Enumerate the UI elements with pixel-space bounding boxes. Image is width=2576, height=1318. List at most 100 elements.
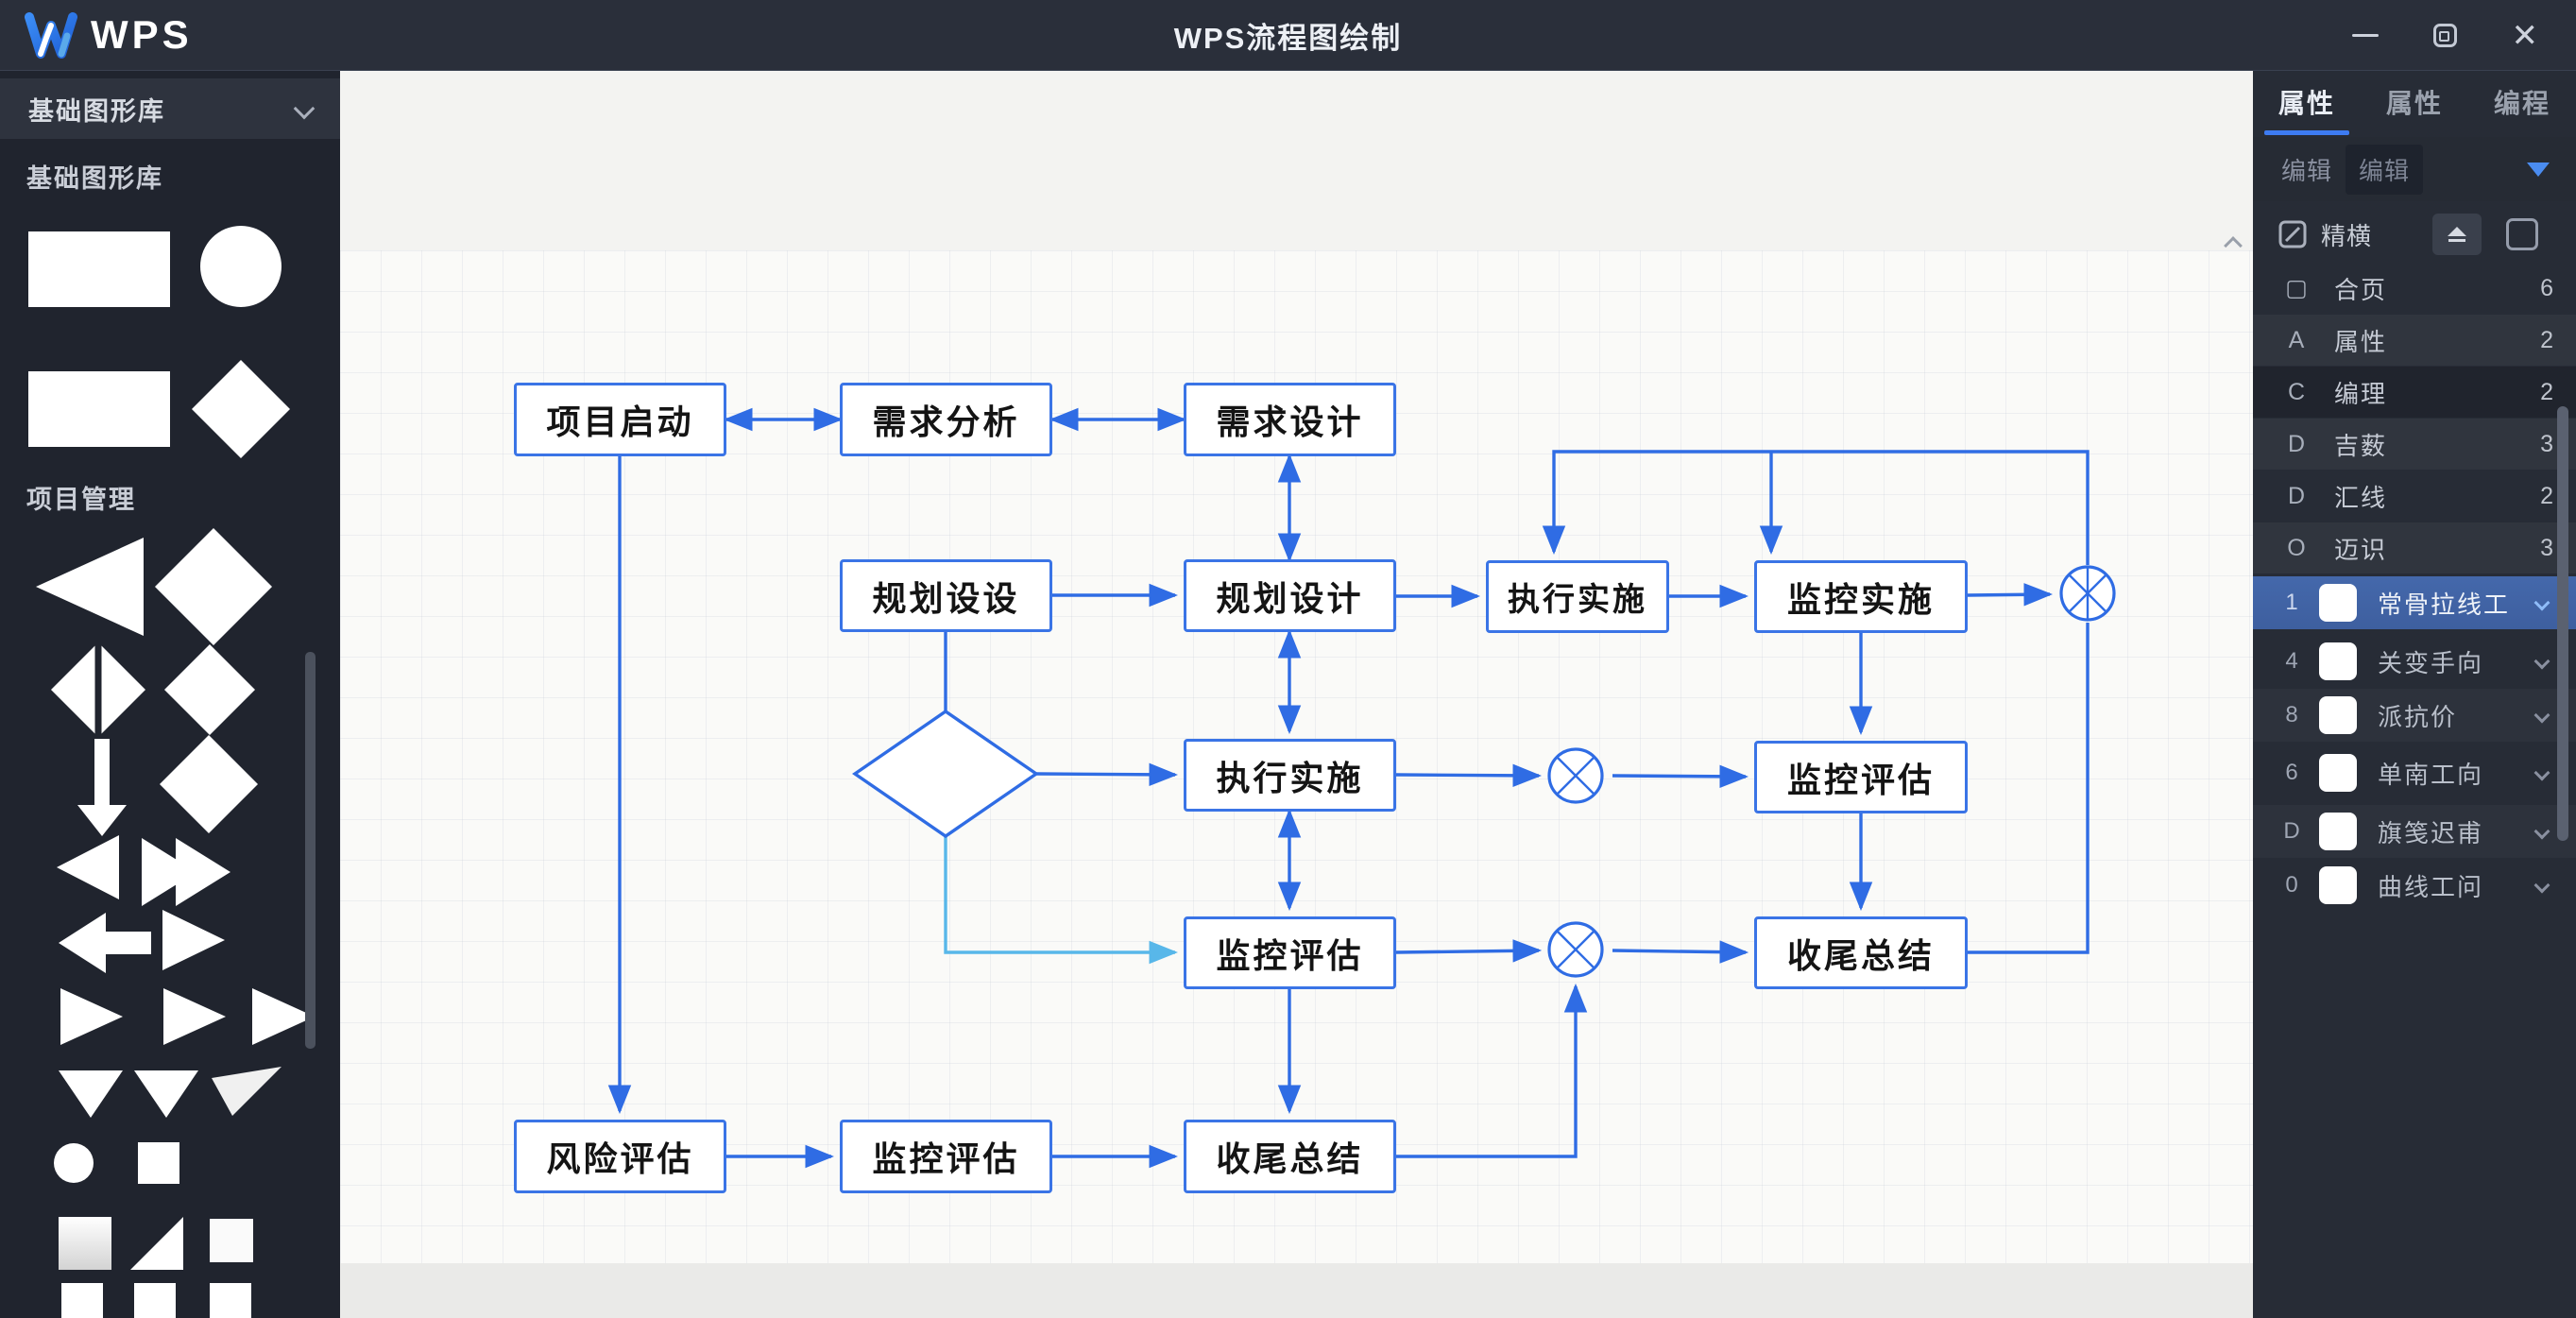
shape-square-small[interactable]: [138, 1142, 179, 1184]
shape-triangle-right[interactable]: [163, 988, 226, 1045]
tab-properties[interactable]: 属性: [2253, 71, 2361, 137]
shape-triangle-right[interactable]: [60, 988, 123, 1045]
shape-flag[interactable]: [212, 1067, 281, 1116]
close-icon[interactable]: ✕: [2511, 17, 2539, 54]
connector: [1395, 939, 1543, 963]
logo-text: WPS: [91, 12, 193, 57]
line-row[interactable]: 4 关变手向: [2253, 635, 2576, 688]
flow-node[interactable]: 项目启动: [514, 383, 726, 456]
shape-triangle-down[interactable]: [59, 1070, 123, 1118]
shape-square[interactable]: [134, 1283, 176, 1318]
flow-node[interactable]: 风险评估: [514, 1120, 726, 1193]
connector-loop-right: [1968, 623, 2090, 954]
connector-circle-right[interactable]: [2059, 565, 2116, 622]
line-row-selected[interactable]: 1 常骨拉线工: [2253, 576, 2576, 629]
library-selector[interactable]: 基础图形库: [0, 78, 340, 139]
tab-program[interactable]: 编程: [2493, 89, 2550, 118]
color-swatch[interactable]: [2319, 866, 2357, 904]
letter-icon: D: [2287, 430, 2306, 457]
chevron-down-icon[interactable]: [2533, 877, 2550, 894]
shape-rectangle[interactable]: [28, 371, 170, 447]
color-swatch[interactable]: [2319, 813, 2357, 850]
flow-node[interactable]: 规划设计: [1184, 559, 1396, 632]
shape-triangle-down[interactable]: [134, 1070, 198, 1118]
color-swatch[interactable]: [2319, 642, 2357, 680]
shape-right-angle-triangle[interactable]: [130, 1217, 183, 1270]
shape-fast-forward[interactable]: [142, 838, 230, 906]
shape-diamond[interactable]: [160, 735, 258, 833]
shape-triangle-left[interactable]: [36, 538, 144, 636]
flow-node[interactable]: 执行实施: [1486, 560, 1669, 633]
frame-outline-icon[interactable]: [2506, 218, 2539, 250]
chevron-down-icon[interactable]: [2533, 823, 2550, 840]
panel-toolbar-label: 精横: [2321, 221, 2373, 250]
shape-square[interactable]: [210, 1219, 253, 1262]
edit-label[interactable]: 编辑: [2281, 156, 2333, 185]
shape-square-gradient[interactable]: [59, 1217, 111, 1270]
layer-row[interactable]: O 迈识 3: [2253, 522, 2576, 573]
panel-scrollbar-thumb[interactable]: [2557, 406, 2568, 841]
color-swatch[interactable]: [2319, 696, 2357, 734]
shape-triangle-left-small[interactable]: [57, 835, 119, 899]
maximize-icon[interactable]: [2432, 24, 2457, 47]
layer-row[interactable]: ▢ 合页 6: [2253, 263, 2576, 314]
connector-cyan: [944, 837, 1179, 965]
shape-circle-small[interactable]: [54, 1143, 94, 1183]
layer-count: 6: [2540, 274, 2553, 301]
connector-loop-bottom: [1395, 983, 1588, 1158]
flow-node[interactable]: 需求分析: [840, 383, 1052, 456]
line-row[interactable]: 0 曲线工问: [2253, 859, 2576, 912]
line-row[interactable]: 8 派抗价: [2253, 689, 2576, 742]
layer-row[interactable]: C 编理 2: [2253, 367, 2576, 418]
flow-node[interactable]: 需求设计: [1184, 383, 1396, 456]
layer-label: 汇线: [2334, 483, 2388, 512]
shape-diamond-small[interactable]: [164, 644, 255, 735]
flow-node[interactable]: 监控评估: [1754, 741, 1968, 813]
flow-node[interactable]: 监控评估: [840, 1120, 1052, 1193]
connector-circle-mid[interactable]: [1547, 747, 1604, 804]
shape-rectangle[interactable]: [28, 231, 170, 307]
shape-arrow-down[interactable]: [77, 739, 127, 836]
line-key: 0: [2285, 872, 2298, 898]
connector: [1612, 940, 1749, 964]
shape-triangle-right[interactable]: [162, 910, 225, 970]
flow-node[interactable]: 监控实施: [1754, 560, 1968, 633]
flow-node[interactable]: 收尾总结: [1184, 1120, 1396, 1193]
layer-row[interactable]: D 吉薮 3: [2253, 419, 2576, 470]
shape-square[interactable]: [61, 1283, 103, 1318]
shape-diamond[interactable]: [192, 360, 290, 458]
chevron-down-icon[interactable]: [2533, 594, 2550, 611]
decision-diamond[interactable]: [851, 709, 1040, 839]
shape-square[interactable]: [210, 1283, 251, 1318]
flowchart-canvas[interactable]: 项目启动 需求分析 需求设计 规划设设 规划设计 执行实施 监控实施 执行实施 …: [340, 71, 2253, 1318]
connector-circle-low[interactable]: [1547, 921, 1604, 978]
line-row[interactable]: 6 单南工向: [2253, 746, 2576, 799]
color-swatch[interactable]: [2319, 584, 2357, 622]
sidebar-scrollbar-thumb[interactable]: [305, 652, 316, 1049]
panel-tabs: 属性 属性 编程: [2253, 71, 2576, 137]
shape-triangle-right[interactable]: [252, 988, 315, 1045]
chevron-down-icon[interactable]: [2533, 653, 2550, 670]
flow-node[interactable]: 监控评估: [1184, 916, 1396, 989]
line-row[interactable]: D 旗笺迟甫: [2253, 805, 2576, 858]
layer-row[interactable]: A 属性 2: [2253, 315, 2576, 366]
chevron-down-icon[interactable]: [2527, 162, 2550, 177]
tab-properties2[interactable]: 属性: [2385, 89, 2443, 118]
layer-label: 编理: [2334, 379, 2388, 408]
flow-node[interactable]: 规划设设: [840, 559, 1052, 632]
frame-icon[interactable]: [2277, 219, 2308, 249]
shape-diamond-large[interactable]: [155, 528, 272, 645]
chevron-down-icon[interactable]: [2533, 764, 2550, 781]
flow-node[interactable]: 执行实施: [1184, 739, 1396, 812]
line-label: 关变手向: [2378, 648, 2484, 677]
color-swatch[interactable]: [2319, 754, 2357, 792]
shape-circle[interactable]: [200, 226, 281, 307]
edit-pill[interactable]: 编辑: [2346, 144, 2424, 195]
line-label: 单南工向: [2378, 760, 2484, 789]
export-button[interactable]: [2432, 214, 2482, 255]
shape-arrow-left[interactable]: [59, 913, 151, 973]
minimize-icon[interactable]: [2351, 34, 2379, 37]
layer-row[interactable]: D 汇线 2: [2253, 471, 2576, 522]
chevron-down-icon[interactable]: [2533, 707, 2550, 724]
flow-node[interactable]: 收尾总结: [1754, 916, 1968, 989]
